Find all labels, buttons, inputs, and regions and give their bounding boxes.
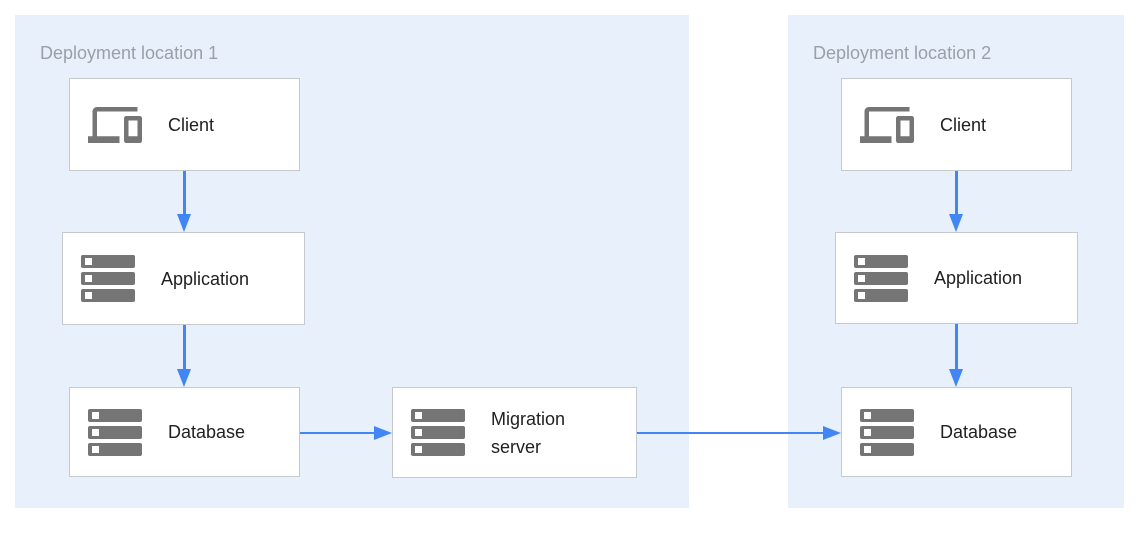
node-label: Application <box>161 268 250 289</box>
arrowhead-down-icon <box>177 214 191 232</box>
node-label: Client <box>168 114 215 135</box>
application-node-2: Application <box>835 232 1078 324</box>
database-node-2: Database <box>841 387 1072 477</box>
server-stack-icon <box>854 254 908 302</box>
server-stack-icon <box>411 409 465 456</box>
arrowhead-down-icon <box>949 214 963 232</box>
node-label: Migration server <box>491 408 566 457</box>
arrowhead-right-icon <box>374 426 392 440</box>
server-stack-icon <box>88 408 142 456</box>
database-node-1: Database <box>69 387 300 477</box>
node-label: Client <box>940 114 987 135</box>
deployment-location-2-label: Deployment location 2 <box>813 43 992 63</box>
arrowhead-down-icon <box>177 369 191 387</box>
node-label: Application <box>934 268 1023 288</box>
devices-icon <box>860 98 914 152</box>
node-label: Database <box>168 422 246 442</box>
arrowhead-down-icon <box>949 369 963 387</box>
client-node-1: Client <box>69 78 300 171</box>
devices-icon <box>88 98 142 152</box>
migration-server-node: Migration server <box>392 387 637 478</box>
server-stack-icon <box>860 408 914 456</box>
server-stack-icon <box>81 255 135 302</box>
arrowhead-right-icon <box>823 426 841 440</box>
client-node-2: Client <box>841 78 1072 171</box>
node-label: Database <box>940 422 1018 442</box>
deployment-location-1-label: Deployment location 1 <box>40 43 219 63</box>
application-node-1: Application <box>62 232 305 325</box>
